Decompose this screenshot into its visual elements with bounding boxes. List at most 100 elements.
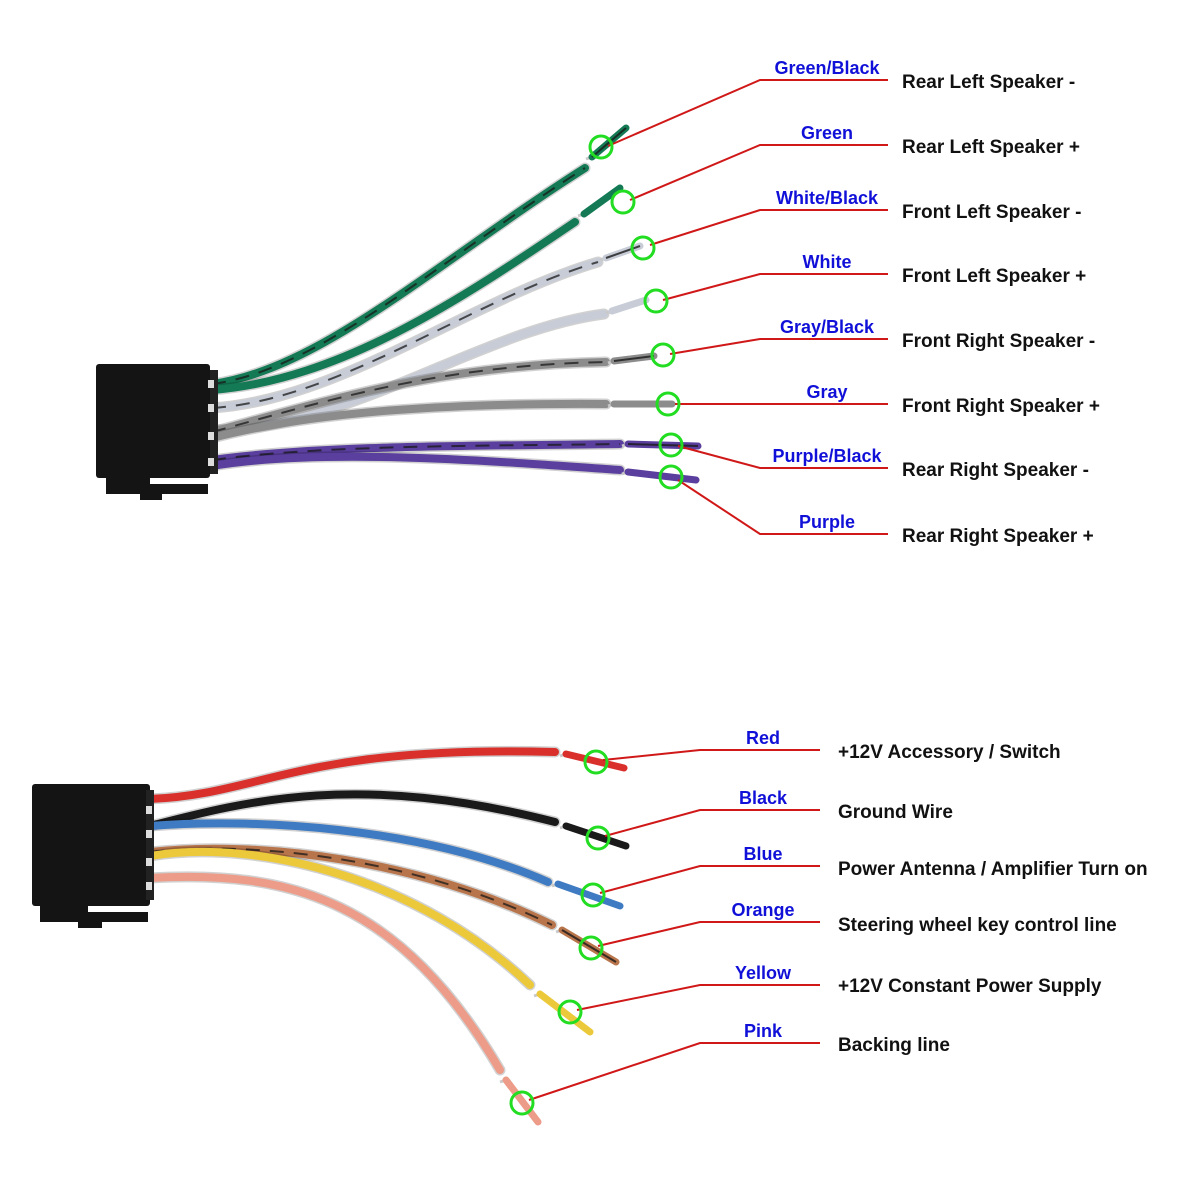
power-wire-black <box>144 788 630 850</box>
power-connector <box>32 784 154 928</box>
wire-function-label: Rear Right Speaker + <box>902 526 1094 547</box>
power-wire-tip <box>536 990 594 1036</box>
speaker-wire-green <box>206 184 624 396</box>
speaker-wire-tip <box>580 184 624 218</box>
speaker-wire-body <box>208 218 579 394</box>
wire-color-label: White/Black <box>776 188 879 208</box>
marker-circle <box>557 999 583 1025</box>
wire-function-label: +12V Constant Power Supply <box>838 976 1102 997</box>
leader-line <box>604 809 820 837</box>
power-wire-tip <box>562 822 630 850</box>
marker-circle <box>650 342 676 368</box>
marker-circle <box>643 288 669 314</box>
wire-color-label: Gray/Black <box>780 317 875 337</box>
marker-circle <box>610 189 636 215</box>
wire-color-label: Purple <box>799 512 855 532</box>
wire-color-label: White <box>803 252 852 272</box>
marker-circle <box>578 935 604 961</box>
speaker-wire-gray-black <box>206 352 658 438</box>
speaker-wire-green-black <box>206 124 630 390</box>
speaker-wire-gray <box>206 398 676 444</box>
marker-circle <box>658 432 684 458</box>
power-callout-red: Red +12V Accessory / Switch <box>583 728 1061 775</box>
power-wire-tip <box>562 750 628 772</box>
power-wire-body <box>146 790 559 830</box>
leader-line <box>602 749 820 761</box>
marker-circle <box>509 1090 535 1116</box>
wire-color-label: Gray <box>806 382 847 402</box>
marker-circle <box>585 825 611 851</box>
marker-circle <box>655 391 681 417</box>
wire-function-label: Front Right Speaker + <box>902 396 1100 417</box>
wire-color-label: Purple/Black <box>772 446 882 466</box>
speaker-wire-purple <box>206 451 700 484</box>
wire-function-label: +12V Accessory / Switch <box>838 742 1061 763</box>
leader-line <box>607 79 888 147</box>
wire-color-label: Green/Black <box>774 58 880 78</box>
speaker-wire-body <box>208 399 610 442</box>
wire-color-label: Orange <box>731 900 794 920</box>
wire-function-label: Power Antenna / Amplifier Turn on <box>838 859 1148 880</box>
wire-color-label: Yellow <box>735 963 792 983</box>
marker-circle <box>580 882 606 908</box>
power-wire-pink <box>144 871 542 1126</box>
marker-circle <box>583 749 609 775</box>
power-wire-body <box>146 847 534 989</box>
marker-circle <box>658 464 684 490</box>
power-wire-red <box>144 745 628 805</box>
speaker-wire-tip <box>624 468 700 484</box>
leader-line <box>528 1042 820 1101</box>
wire-function-label: Front Left Speaker + <box>902 266 1086 287</box>
power-wire-body <box>146 872 504 1074</box>
power-wire-blue <box>144 817 624 910</box>
power-callout-yellow: Yellow +12V Constant Power Supply <box>557 963 1102 1025</box>
speaker-wire-white-black <box>206 242 644 414</box>
power-wire-yellow <box>144 846 594 1036</box>
wire-function-label: Rear Left Speaker - <box>902 72 1075 93</box>
leader-line <box>576 984 820 1011</box>
marker-circle <box>588 134 614 160</box>
wire-function-label: Steering wheel key control line <box>838 915 1117 936</box>
power-wire-tip <box>554 880 624 910</box>
leader-line <box>597 921 820 947</box>
power-wire-body <box>146 747 559 803</box>
leader-line <box>629 144 888 201</box>
leader-line <box>662 273 888 301</box>
wire-color-label: Blue <box>743 844 782 864</box>
speaker-wire-body <box>208 452 624 474</box>
wire-function-label: Rear Right Speaker - <box>902 460 1089 481</box>
wire-color-label: Red <box>746 728 780 748</box>
speaker-connector <box>96 364 218 500</box>
power-wire-orange <box>144 843 620 966</box>
power-wire-tip <box>502 1076 542 1126</box>
wire-function-label: Ground Wire <box>838 802 953 823</box>
wire-function-label: Front Left Speaker - <box>902 202 1081 223</box>
speaker-wire-tip <box>608 296 650 315</box>
wire-color-label: Black <box>739 788 788 808</box>
leader-line <box>669 338 888 355</box>
wire-function-label: Backing line <box>838 1035 950 1056</box>
leader-line <box>599 865 820 894</box>
leader-line <box>677 445 888 469</box>
wire-function-label: Front Right Speaker - <box>902 331 1095 352</box>
wires-layer <box>144 124 702 1126</box>
wire-color-label: Pink <box>744 1021 783 1041</box>
wire-color-label: Green <box>801 123 853 143</box>
leader-line <box>649 209 888 246</box>
marker-circle <box>630 235 656 261</box>
